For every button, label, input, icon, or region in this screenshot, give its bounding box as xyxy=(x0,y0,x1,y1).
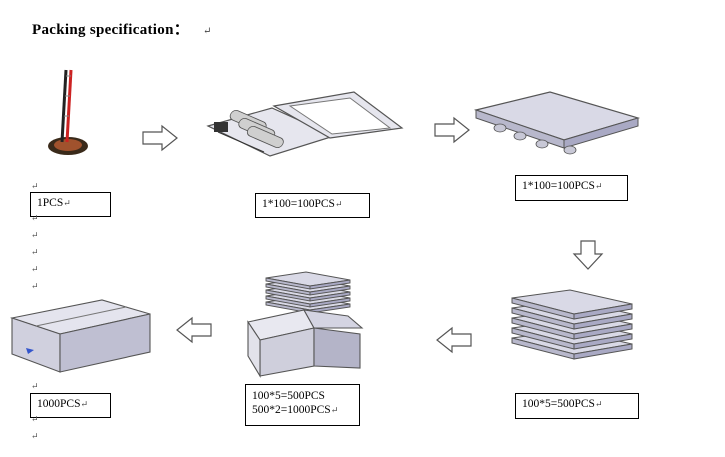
return-mark: ↵ xyxy=(63,198,71,208)
arrow-down-icon xyxy=(572,240,604,270)
arrow-right-icon xyxy=(434,116,470,144)
sealed-carton-illustration xyxy=(9,299,151,373)
label-carton-1000pcs: 100*5=500PCS 500*2=1000PCS↵ xyxy=(245,384,360,426)
return-mark: ↵ xyxy=(31,181,39,191)
arrow-left-icon xyxy=(436,326,472,354)
return-mark: ↵ xyxy=(31,264,39,274)
return-mark: ↵ xyxy=(31,247,39,257)
return-mark: ↵ xyxy=(334,199,343,209)
label-tray-100pcs: 1*100=100PCS↵ xyxy=(255,193,370,218)
label-text-line2: 500*2=1000PCS xyxy=(252,404,331,416)
label-final-1000pcs: 1000PCS↵ xyxy=(30,393,111,418)
label-text: 1*100=100PCS xyxy=(522,180,595,192)
return-mark: ↵ xyxy=(31,281,39,291)
page-title-text: Packing specification： xyxy=(32,22,190,38)
arrow-left-icon xyxy=(176,316,212,344)
single-cell-illustration xyxy=(48,69,88,155)
return-mark: ↵ xyxy=(203,26,212,37)
return-mark: ↵ xyxy=(31,431,39,441)
return-mark: ↵ xyxy=(31,414,39,424)
label-text-line1: 100*5=500PCS xyxy=(252,390,325,402)
return-mark: ↵ xyxy=(330,405,339,415)
arrow-right-icon xyxy=(142,124,178,152)
label-text: 100*5=500PCS xyxy=(522,398,595,410)
return-mark: ↵ xyxy=(31,213,39,223)
label-text: 1PCS xyxy=(37,197,64,209)
open-carton-illustration xyxy=(247,271,364,378)
tray-stack-illustration xyxy=(511,289,633,360)
return-mark: ↵ xyxy=(80,399,89,409)
return-mark: ↵ xyxy=(594,181,603,191)
closed-tray-illustration xyxy=(473,91,641,155)
label-1pcs: 1PCS↵ xyxy=(30,192,111,217)
label-closed-tray-100pcs: 1*100=100PCS↵ xyxy=(515,175,628,201)
label-text: 1*100=100PCS xyxy=(262,198,335,210)
return-mark: ↵ xyxy=(31,381,39,391)
label-stack-500pcs: 100*5=500PCS↵ xyxy=(515,393,639,419)
page-title: Packing specification： ↵ xyxy=(32,18,212,39)
return-mark: ↵ xyxy=(594,399,603,409)
return-mark: ↵ xyxy=(31,230,39,240)
open-tray-illustration xyxy=(206,91,404,157)
label-text: 1000PCS xyxy=(37,398,81,410)
